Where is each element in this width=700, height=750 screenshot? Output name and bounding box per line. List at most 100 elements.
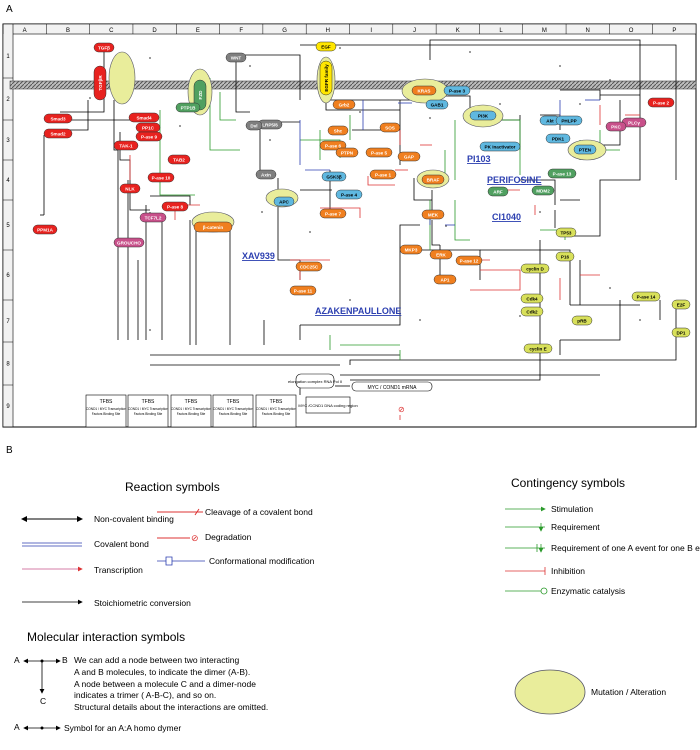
node-mek: MEK — [421, 209, 445, 220]
node-pase12: P-ase 12 — [455, 255, 483, 266]
node-p16: P16 — [555, 251, 575, 262]
mutation-tgfbr — [108, 51, 136, 105]
node-pkc: PKC — [605, 121, 627, 132]
node-kras: KRAS — [411, 85, 437, 96]
node-pdk1: PDK1 — [545, 133, 571, 144]
degradation-label: Degradation — [205, 532, 252, 542]
reaction-id-mark — [429, 117, 431, 119]
tfbs-title: TFBS — [270, 399, 283, 405]
node-pase4: P-ase 4 — [335, 189, 363, 200]
node-pase10: P-ase 10 — [147, 172, 175, 183]
interaction-edges — [40, 39, 677, 420]
node-label: GAP — [404, 155, 414, 160]
molecular-title: Molecular interaction symbols — [27, 630, 185, 644]
mi-b-label: B — [62, 655, 68, 665]
reaction-id-mark — [445, 225, 447, 227]
node-e2f: E2F — [671, 299, 691, 310]
inhibition-symbol — [505, 567, 546, 575]
node-pase8: P-ase 8 — [161, 201, 189, 212]
node-pten: PTEN — [573, 144, 597, 155]
cleavage-symbol — [157, 508, 203, 516]
mi-line-3: A node between a molecule C and a dimer-… — [74, 679, 256, 689]
node-label: GSK3β — [326, 175, 342, 180]
reaction-title: Reaction symbols — [125, 480, 220, 494]
reaction-id-mark — [261, 211, 263, 213]
node-dvl: Dvl — [245, 120, 263, 131]
stoichiometric-label: Stoichiometric conversion — [94, 598, 191, 608]
node-label: GAB1 — [431, 103, 444, 108]
node-label: Smad3 — [50, 117, 66, 122]
grid-col-label: M — [542, 28, 547, 34]
reaction-id-mark — [179, 125, 181, 127]
node-label: P-ase 12 — [460, 259, 479, 264]
node-label: LRP5/6 — [262, 123, 278, 128]
node-pi3k: PI3K — [469, 110, 497, 121]
drug-ci1040: CI1040 — [492, 212, 521, 222]
node-label: DP1 — [677, 331, 686, 336]
homo-a-label: A — [14, 722, 20, 732]
node-pase2: P-ase 2 — [647, 97, 675, 108]
node-label: TAK-1 — [119, 144, 133, 149]
node-label: ERK — [436, 253, 446, 258]
grid-row-label: 1 — [6, 54, 10, 60]
tfbs-title: TFBS — [185, 399, 198, 405]
homo-label: Symbol for an A:A homo dymer — [64, 723, 181, 733]
node-label: AP1 — [441, 278, 450, 283]
reaction-id-mark — [559, 65, 561, 67]
node-erk: ERK — [429, 249, 453, 260]
covalent-symbol — [22, 542, 82, 547]
node-tak1: TAK-1 — [113, 140, 139, 151]
node-egfr: EGFR family — [319, 60, 333, 96]
node-egf: EGF — [315, 41, 337, 52]
node-phlpp: PHLPP — [555, 115, 583, 126]
mi-line-5: Structural details about the interaction… — [74, 702, 268, 712]
grid-col-label: J — [413, 28, 416, 34]
node-label: Akt — [546, 119, 554, 124]
reaction-id-mark — [539, 211, 541, 213]
reaction-id-mark — [149, 329, 151, 331]
node-cycline: cyclin E — [523, 343, 553, 354]
reaction-id-mark — [499, 103, 501, 105]
reaction-id-mark — [149, 57, 151, 59]
node-dp1: DP1 — [671, 327, 691, 338]
grid-row-label: 7 — [6, 319, 10, 325]
degradation-legend-icon: ⊘ — [191, 533, 199, 543]
conformational-label: Conformational modification — [209, 556, 315, 566]
inhibition-label: Inhibition — [551, 566, 585, 576]
reaction-id-mark — [419, 319, 421, 321]
mutation-legend-label: Mutation / Alteration — [591, 687, 666, 697]
elongation-complex-label: elongation complex RNA Pol II — [288, 379, 342, 384]
node-tgfb: TGFβ — [93, 42, 115, 53]
grid-row-label: 8 — [6, 362, 10, 368]
node-fzd: FZD — [193, 79, 207, 111]
requirement-label: Requirement — [551, 522, 600, 532]
node-tgfbr: TGFβR — [93, 65, 107, 101]
node-pase6: P-ase 6 — [319, 140, 347, 151]
grid-col-label: E — [196, 28, 200, 34]
node-label: Dvl — [250, 124, 257, 129]
node-label: MEK — [428, 213, 439, 218]
degradation-symbol: ⊘ — [398, 405, 405, 414]
covalent-label: Covalent bond — [94, 539, 149, 549]
grid-col-label: C — [109, 28, 114, 34]
node-label: Shc — [334, 129, 343, 134]
node-label: PPM1A — [37, 228, 54, 233]
node-label: EGF — [321, 45, 331, 50]
node-label: Grb2 — [339, 103, 350, 108]
node-ptpn: PTPN — [335, 147, 359, 158]
node-label: PKC — [611, 125, 621, 130]
contingency-title: Contingency symbols — [511, 476, 625, 490]
node-label: EGFR family — [324, 64, 329, 92]
node-label: NLK — [125, 187, 135, 192]
node-pase3: P-ase 3 — [443, 85, 471, 96]
grid-col-label: H — [326, 28, 330, 34]
node-label: cyclin E — [529, 347, 546, 352]
grid-col-label: I — [370, 28, 372, 34]
node-label: SOS — [385, 126, 395, 131]
node-label: PI3K — [478, 114, 489, 119]
reaction-id-mark — [359, 111, 361, 113]
node-pase1: P-ase 1 — [369, 169, 397, 180]
mi-line-1: We can add a node between two interactin… — [74, 655, 240, 665]
